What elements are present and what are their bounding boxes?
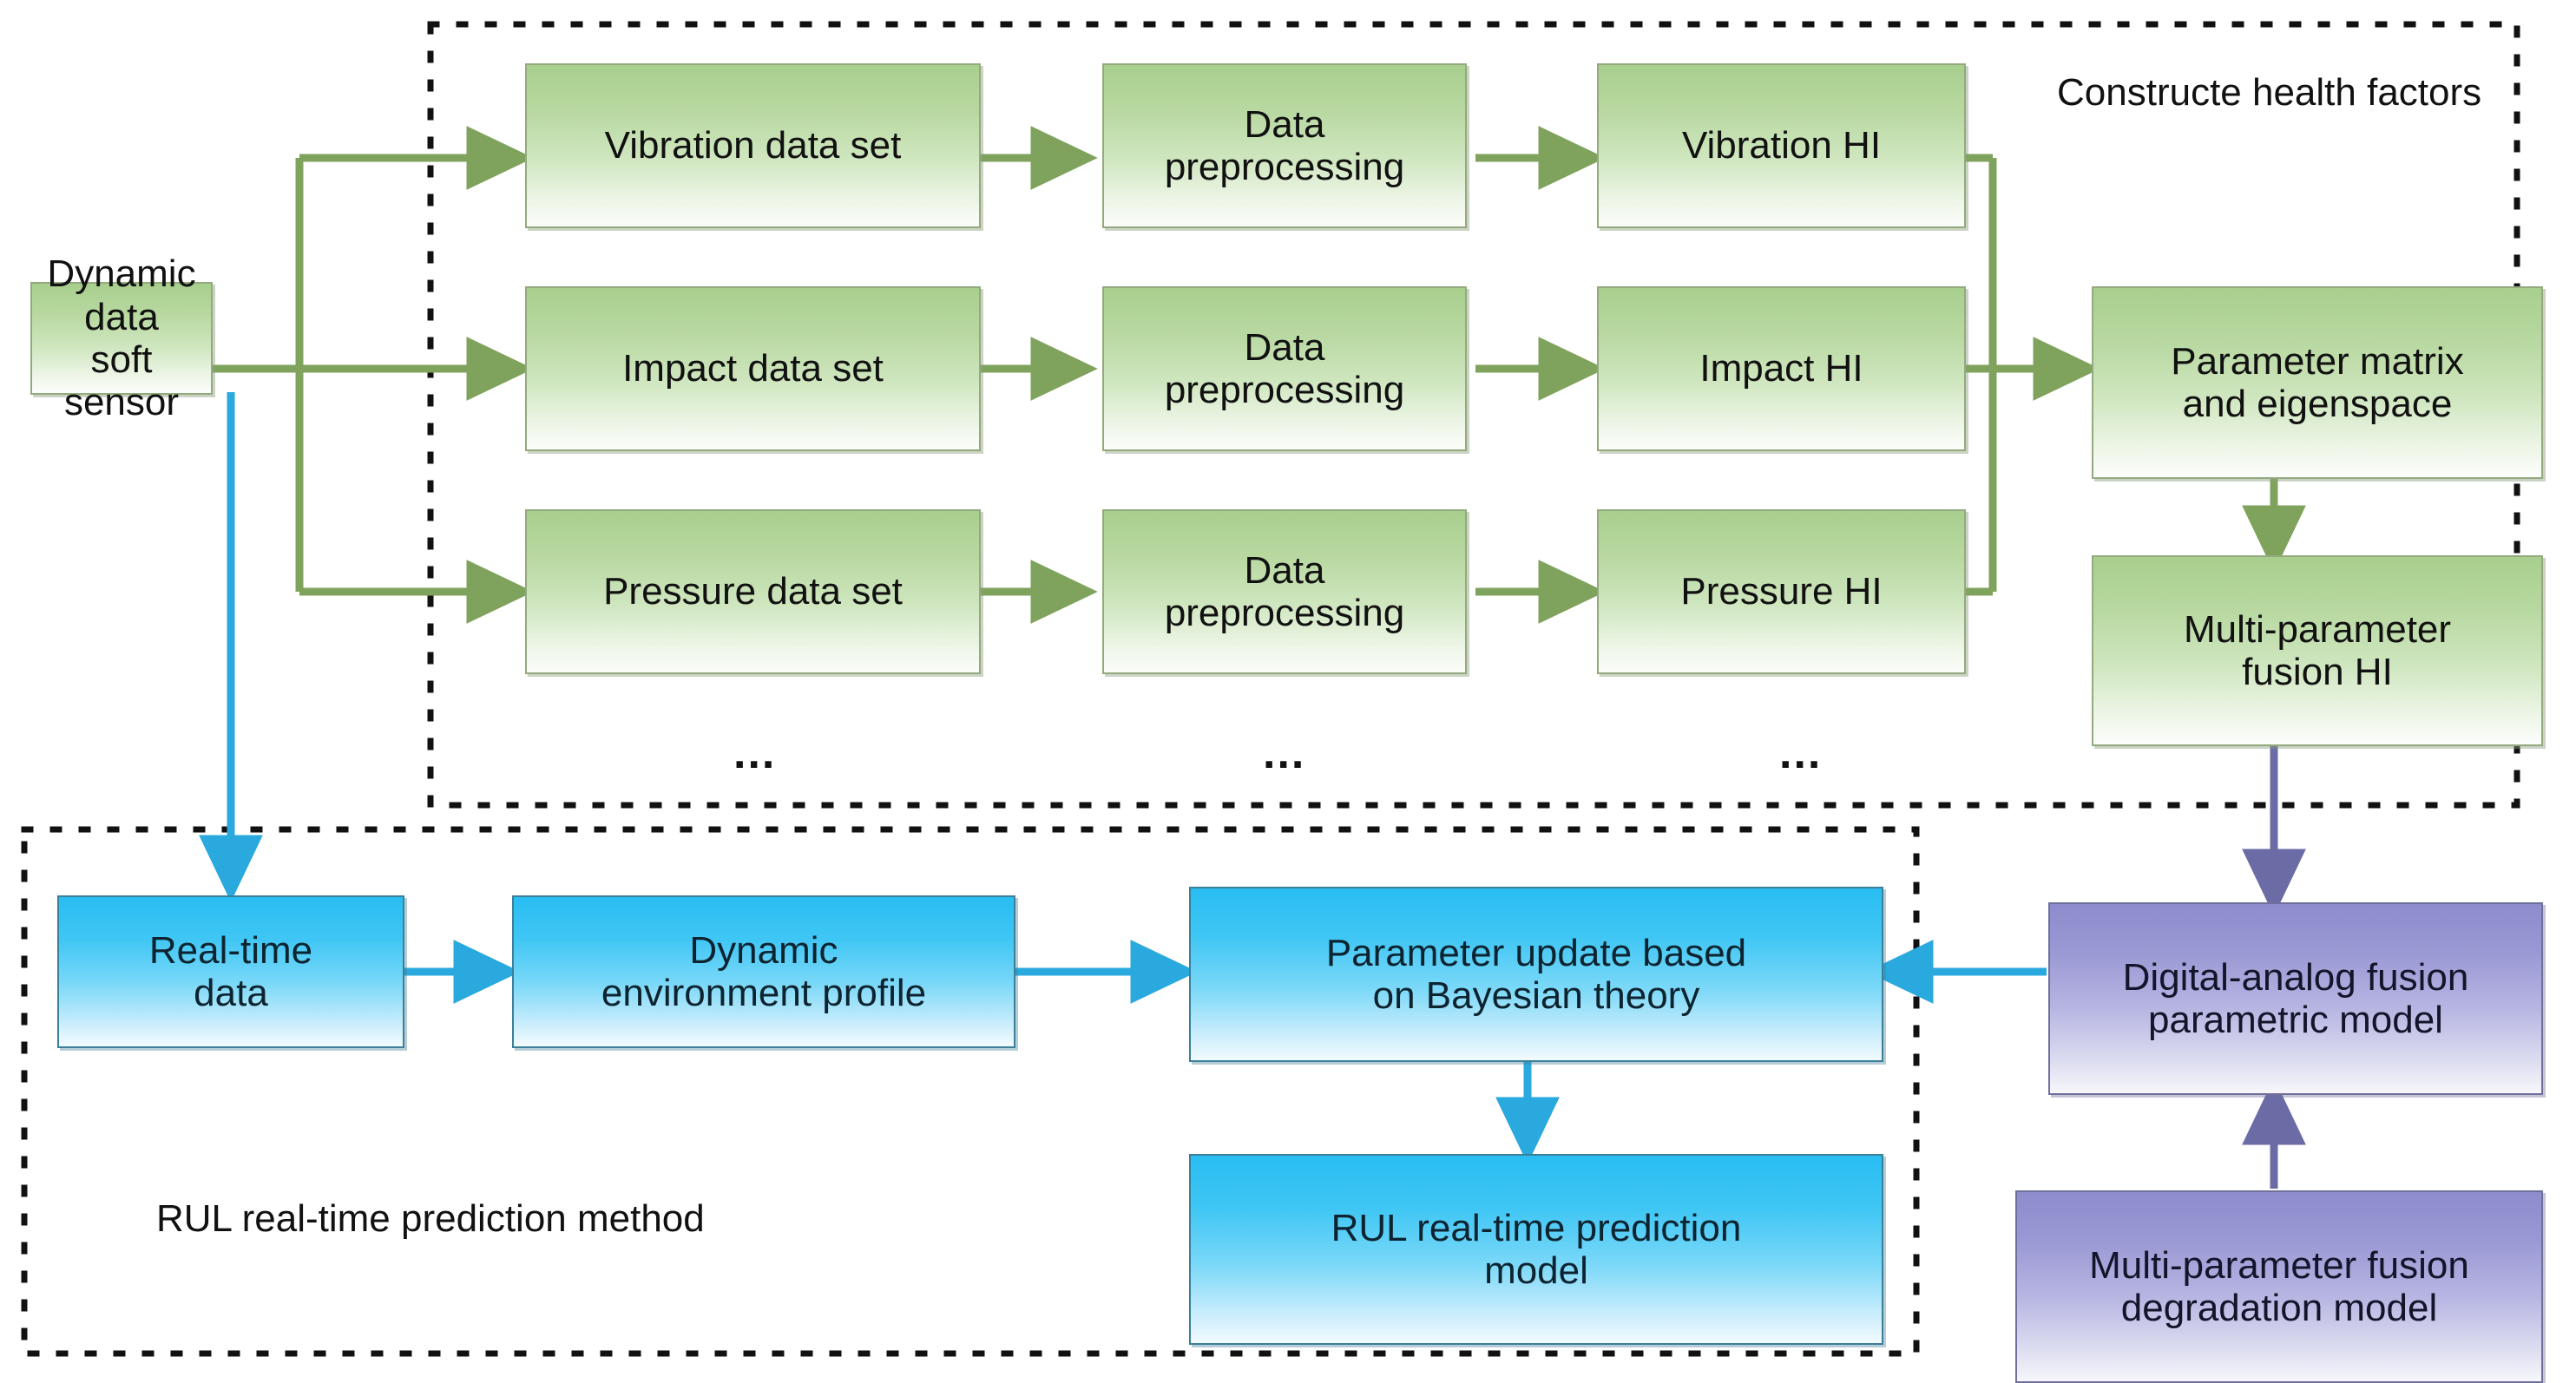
group-label-rul-method: RUL real-time prediction method [156,1197,705,1240]
node-impact-hi[interactable]: Impact HI [1597,286,1966,451]
node-pressure-data-set[interactable]: Pressure data set [525,509,981,674]
node-pressure-hi[interactable]: Pressure HI [1597,509,1966,674]
blue-connectors [199,392,2047,1164]
ellipsis-health-indicators: ... [1779,728,1823,778]
node-vibration-hi[interactable]: Vibration HI [1597,63,1966,228]
node-impact-hi-label: Impact HI [1699,347,1863,390]
group-box-rul-method [21,826,1920,1357]
green-connectors [213,126,2306,624]
group-label-construct-health-factors: Constructe health factors [2057,71,2482,114]
ellipsis-preprocessing: ... [1263,728,1306,778]
node-vibration-data-set-label: Vibration data set [604,124,902,167]
node-pressure-hi-label: Pressure HI [1680,570,1883,613]
node-impact-data-set[interactable]: Impact data set [525,286,981,451]
ellipsis-data-sets: ... [733,728,777,778]
node-impact-data-set-label: Impact data set [622,347,884,390]
node-pressure-data-set-label: Pressure data set [603,570,903,613]
node-vibration-data-set[interactable]: Vibration data set [525,63,981,228]
node-vibration-hi-label: Vibration HI [1681,124,1882,167]
